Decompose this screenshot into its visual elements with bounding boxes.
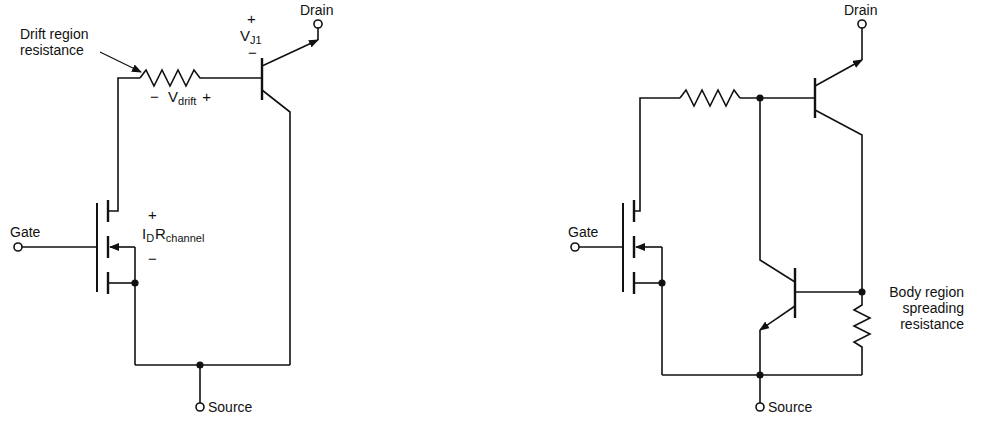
polarity-sign: + bbox=[202, 88, 211, 105]
terminal bbox=[314, 20, 322, 28]
terminal bbox=[14, 243, 22, 251]
resistor-symbol bbox=[680, 90, 740, 106]
wire bbox=[759, 330, 761, 375]
junction-dot bbox=[132, 280, 138, 286]
terminal bbox=[756, 403, 764, 411]
leader-line bbox=[100, 52, 141, 72]
transistor-emitter bbox=[262, 40, 318, 66]
terminal-label: Gate bbox=[568, 224, 598, 240]
transistor-base bbox=[794, 268, 796, 318]
mosfet-channel bbox=[107, 200, 109, 222]
wire bbox=[134, 247, 136, 365]
transistor-collector bbox=[760, 98, 795, 282]
voltage-subscript: drift bbox=[178, 95, 196, 108]
callout-label: Body region spreading resistance bbox=[878, 284, 964, 332]
wire bbox=[759, 375, 761, 403]
mosfet-body bbox=[636, 246, 662, 248]
mosfet-channel bbox=[633, 200, 635, 222]
wire bbox=[199, 365, 201, 403]
terminal bbox=[571, 243, 579, 251]
transistor-base bbox=[261, 58, 263, 100]
transistor-base bbox=[814, 78, 816, 118]
transistor-emitter bbox=[760, 306, 795, 330]
resistor-symbol bbox=[140, 70, 205, 86]
resistor-symbol bbox=[854, 292, 870, 375]
voltage-label: R bbox=[155, 225, 166, 242]
voltage-subscript: channel bbox=[166, 232, 205, 245]
mosfet-channel bbox=[107, 236, 109, 258]
wire bbox=[634, 282, 662, 284]
wire bbox=[795, 291, 862, 293]
wire bbox=[740, 97, 815, 99]
terminal bbox=[858, 20, 866, 28]
wire bbox=[634, 98, 680, 211]
terminal-label: Source bbox=[768, 399, 812, 415]
wire bbox=[135, 364, 290, 366]
voltage-label: V bbox=[240, 27, 250, 44]
wire bbox=[579, 246, 623, 248]
mosfet-body bbox=[110, 246, 135, 248]
wire bbox=[108, 282, 135, 284]
polarity-sign: − bbox=[248, 44, 257, 61]
terminal-label: Drain bbox=[844, 2, 877, 18]
mosfet-gate bbox=[622, 203, 624, 292]
transistor-collector bbox=[815, 110, 862, 292]
wire bbox=[661, 247, 663, 375]
voltage-label: V bbox=[168, 88, 178, 105]
polarity-sign: − bbox=[148, 250, 157, 267]
terminal bbox=[196, 403, 204, 411]
terminal-label: Drain bbox=[300, 2, 333, 18]
mosfet-channel bbox=[633, 236, 635, 258]
wire bbox=[317, 28, 319, 40]
wire bbox=[108, 78, 140, 211]
wire bbox=[22, 246, 97, 248]
polarity-sign: − bbox=[150, 88, 159, 105]
polarity-sign: + bbox=[148, 206, 157, 223]
transistor-emitter bbox=[815, 60, 862, 86]
voltage-label: I bbox=[142, 225, 146, 242]
mosfet-gate bbox=[96, 203, 98, 292]
wire bbox=[861, 28, 863, 60]
wire bbox=[205, 77, 262, 79]
junction-dot bbox=[659, 280, 665, 286]
polarity-sign: + bbox=[247, 10, 256, 27]
terminal-label: Gate bbox=[10, 224, 40, 240]
voltage-subscript: D bbox=[146, 232, 154, 245]
terminal-label: Source bbox=[208, 399, 252, 415]
transistor-collector bbox=[262, 90, 290, 365]
callout-label: Drift region resistance bbox=[20, 26, 108, 58]
